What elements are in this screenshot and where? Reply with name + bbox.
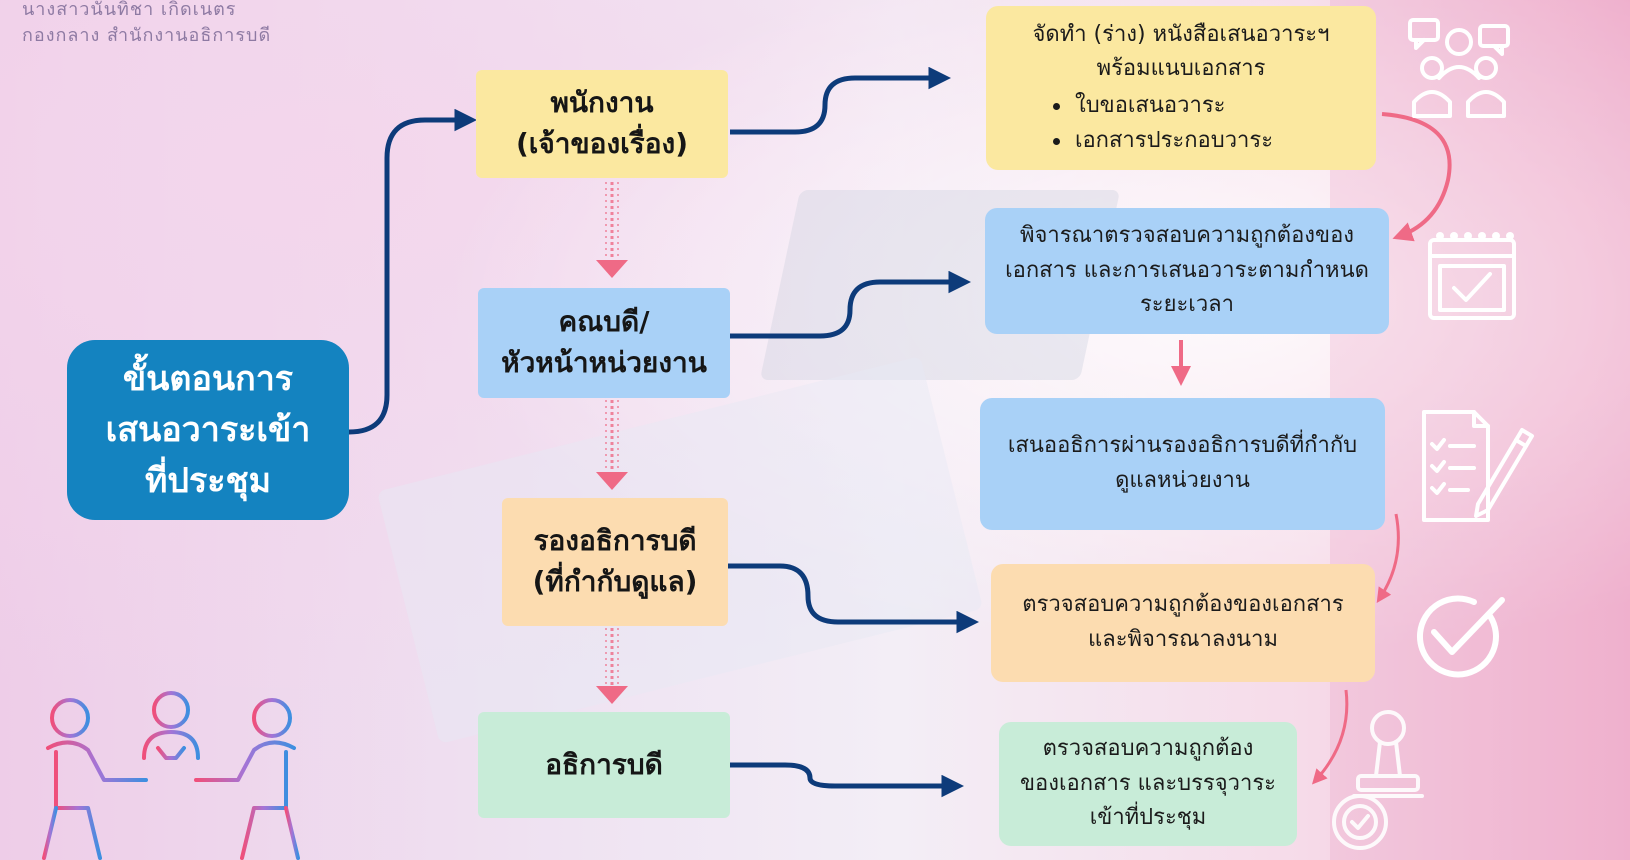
role-president-line: อธิการบดี <box>545 747 663 781</box>
document-checklist-pen-icon <box>1422 410 1534 522</box>
role-box-vice-president: รองอธิการบดี (ที่กำกับดูแล) <box>502 498 728 626</box>
step-box-submit-to-president: เสนออธิการผ่านรองอธิการบดีที่กำกับ ดูแลห… <box>980 398 1385 530</box>
step1-bullet: ใบขอเสนอวาระ <box>1049 89 1273 124</box>
step2-line: ระยะเวลา <box>1139 292 1235 318</box>
step3-line: เสนออธิการผ่านรองอธิการบดีที่กำกับ <box>1007 433 1358 459</box>
step-box-review-documents: พิจารณาตรวจสอบความถูกต้องของ เอกสาร และก… <box>985 208 1389 334</box>
people-at-table-icon <box>34 691 308 860</box>
meeting-discussion-icon <box>1408 18 1510 118</box>
step4-line: ตรวจสอบความถูกต้องของเอกสาร <box>1022 592 1344 618</box>
step5-line: ตรวจสอบความถูกต้อง <box>1042 735 1254 761</box>
main-title-box: ขั้นตอนการ เสนอวาระเข้า ที่ประชุม <box>67 340 349 520</box>
calendar-check-icon <box>1428 232 1516 320</box>
step5-line: เข้าที่ประชุม <box>1089 805 1207 831</box>
connector-vice-to-step4 <box>728 563 979 634</box>
flow-arrow-step1-to-step2 <box>1381 112 1452 242</box>
step1-line: จัดทำ (ร่าง) หนังสือเสนอวาระฯ <box>1032 21 1330 47</box>
step5-line: ของเอกสาร และบรรจุวาระ <box>1020 770 1276 796</box>
down-arrow-3 <box>596 628 628 704</box>
main-title-line: ขั้นตอนการ <box>122 358 294 399</box>
step2-line: พิจารณาตรวจสอบความถูกต้องของ <box>1019 222 1355 248</box>
step1-line: พร้อมแนบเอกสาร <box>1096 56 1266 82</box>
down-arrow-1 <box>596 182 628 278</box>
role-employee-line: พนักงาน <box>550 86 654 120</box>
step4-line: และพิจารณาลงนาม <box>1088 627 1278 652</box>
step-box-add-to-agenda: ตรวจสอบความถูกต้อง ของเอกสาร และบรรจุวาร… <box>999 722 1297 846</box>
author-department: กองกลาง สำนักงานอธิการบดี <box>22 25 272 46</box>
check-circle-icon <box>1416 595 1505 678</box>
flow-arrow-step4-to-step5 <box>1311 689 1349 785</box>
author-name: นางสาวนันทิชา เกิดเนตร <box>22 0 237 20</box>
role-vice-president-line: (ที่กำกับดูแล) <box>532 565 698 598</box>
role-dean-line: คณบดี/ <box>558 305 650 339</box>
step1-bullet-list: ใบขอเสนอวาระ เอกสารประกอบวาระ <box>1049 89 1273 159</box>
role-employee-line: (เจ้าของเรื่อง) <box>515 127 689 160</box>
connector-employee-to-step1 <box>730 66 951 135</box>
connector-main-to-employee <box>348 108 477 435</box>
role-vice-president-line: รองอธิการบดี <box>533 524 697 558</box>
stamp-icon <box>1332 710 1424 850</box>
step-box-draft-letter: จัดทำ (ร่าง) หนังสือเสนอวาระฯ พร้อมแนบเอ… <box>986 6 1376 170</box>
role-box-employee: พนักงาน (เจ้าของเรื่อง) <box>476 70 728 178</box>
flow-arrow-step3-to-step4 <box>1376 513 1400 604</box>
step3-line: ดูแลหน่วยงาน <box>1115 468 1250 493</box>
role-box-president: อธิการบดี <box>478 712 730 818</box>
connector-dean-to-step2 <box>730 270 971 339</box>
connector-president-to-step5 <box>730 762 964 798</box>
step1-bullet: เอกสารประกอบวาระ <box>1049 124 1273 159</box>
role-dean-line: หัวหน้าหน่วยงาน <box>501 346 707 379</box>
role-box-dean: คณบดี/ หัวหน้าหน่วยงาน <box>478 288 730 398</box>
step-box-check-and-sign: ตรวจสอบความถูกต้องของเอกสาร และพิจารณาลง… <box>991 564 1375 682</box>
down-arrow-2 <box>596 400 628 490</box>
step2-line: เอกสาร และการเสนอวาระตามกำหนด <box>1005 257 1369 283</box>
main-title-line: ที่ประชุม <box>144 460 271 501</box>
main-title-line: เสนอวาระเข้า <box>105 409 311 450</box>
